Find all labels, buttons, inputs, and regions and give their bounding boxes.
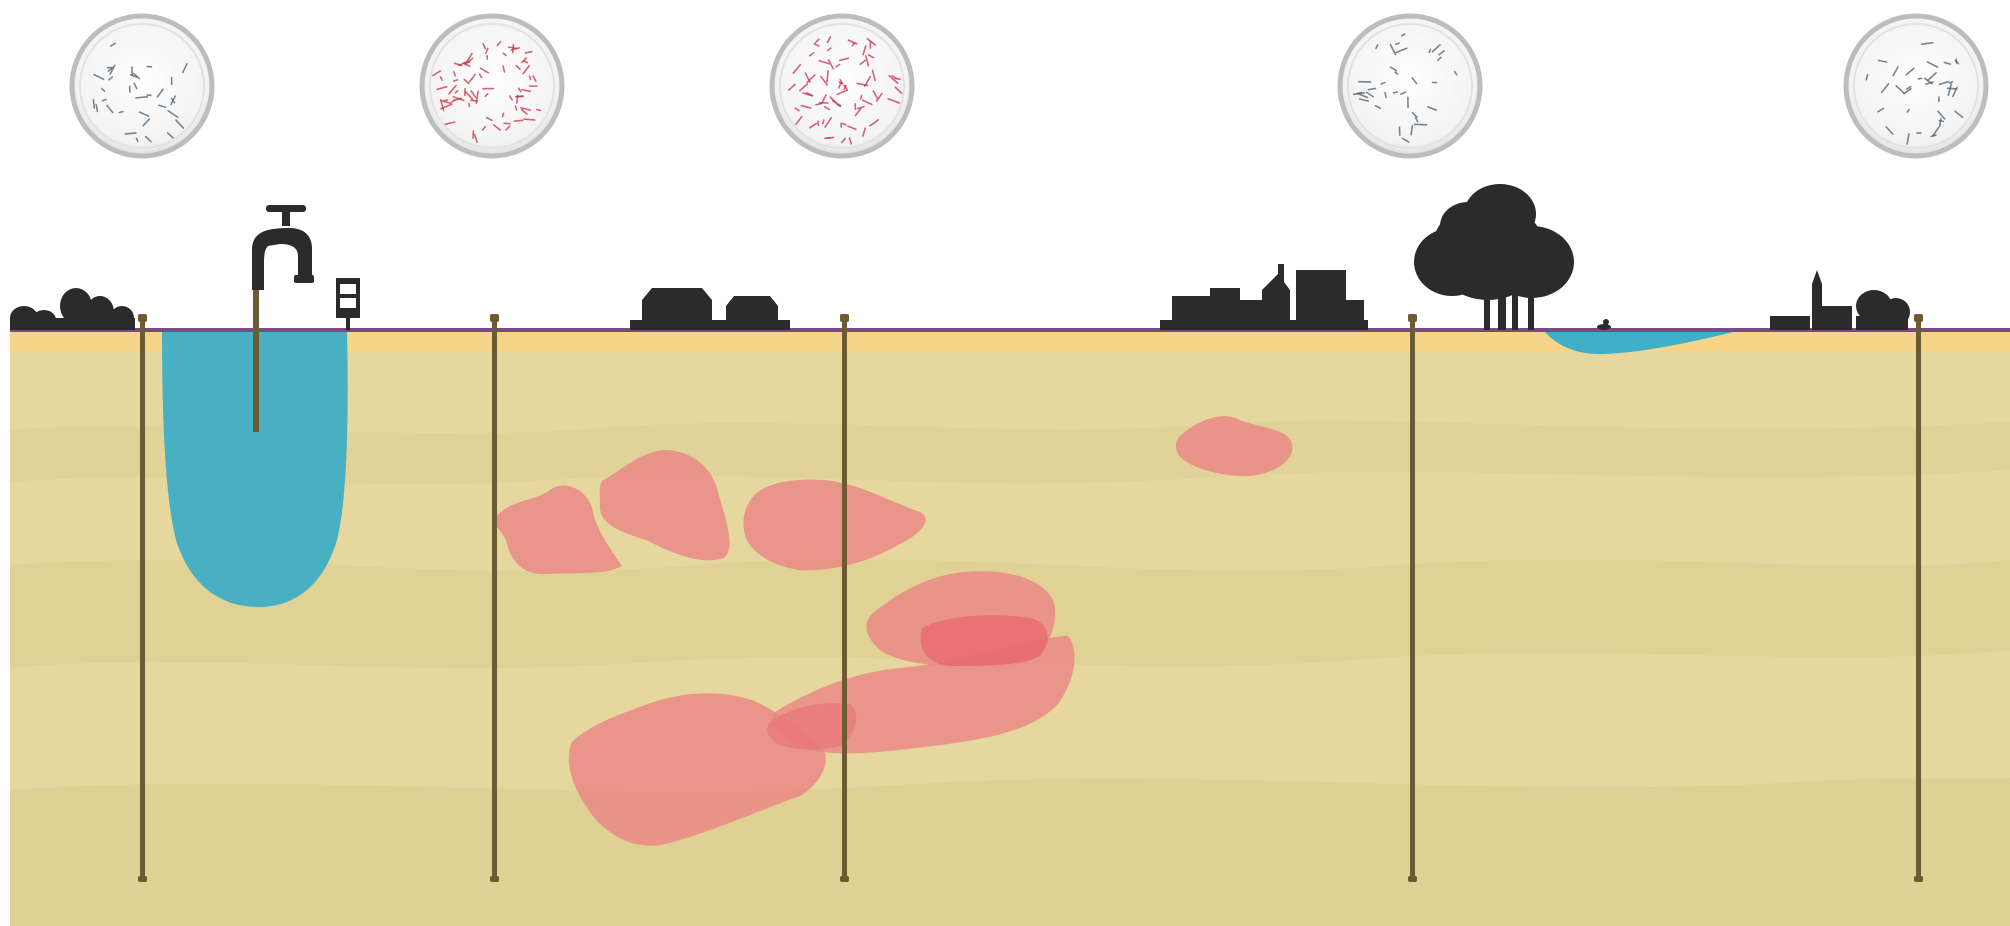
sample-speck	[515, 106, 516, 110]
soil-band-3	[10, 778, 2010, 926]
sample-speck	[524, 119, 535, 120]
sample-speck	[1385, 93, 1386, 98]
sample-dishes	[72, 16, 1986, 156]
sample-speck	[125, 133, 136, 134]
factory-icon	[1160, 264, 1368, 330]
sample-speck	[1918, 78, 1921, 79]
sample-speck	[93, 100, 94, 108]
sample-speck	[471, 100, 477, 101]
pond-icon	[1597, 319, 1611, 330]
sample-speck	[537, 110, 541, 111]
sample-speck	[517, 96, 518, 103]
tap-icon	[252, 205, 314, 290]
sample-dish-5	[1846, 16, 1986, 156]
houses-icon	[630, 288, 790, 330]
shrubs-icon	[10, 288, 135, 330]
sample-speck	[525, 52, 531, 53]
sample-speck	[514, 120, 522, 121]
sample-speck	[136, 97, 147, 98]
sample-speck	[823, 120, 824, 124]
sample-speck	[1939, 121, 1943, 122]
sample-dish-3	[772, 16, 912, 156]
sample-speck	[529, 76, 530, 79]
sample-speck	[119, 112, 123, 113]
sample-speck	[818, 121, 819, 125]
contamination-plume-overlap	[921, 615, 1048, 666]
sample-dish-1	[72, 16, 212, 156]
sample-speck	[825, 137, 834, 138]
surface-features	[10, 184, 1910, 330]
sample-speck	[1394, 92, 1398, 93]
sign-icon	[336, 278, 360, 330]
sample-dish-2	[422, 16, 562, 156]
sample-speck	[895, 78, 900, 79]
sample-speck	[1415, 124, 1427, 125]
sample-speck	[861, 95, 862, 99]
village-icon	[1770, 270, 1910, 330]
sample-dish-4	[1340, 16, 1480, 156]
sample-speck	[503, 113, 504, 116]
sample-speck	[1947, 88, 1956, 89]
sample-speck	[1429, 49, 1430, 52]
tap-well-pipe	[253, 290, 259, 432]
sample-speck	[827, 71, 828, 82]
tree-icon	[1414, 184, 1574, 330]
